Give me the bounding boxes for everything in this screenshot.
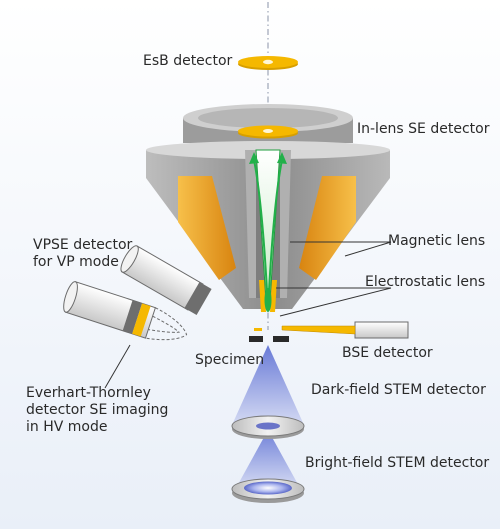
label-dark-field-stem: Dark-field STEM detector <box>311 382 486 398</box>
label-magnetic-lens: Magnetic lens <box>388 233 486 249</box>
in-lens-detector-graphic <box>238 125 298 139</box>
leader-everhart <box>104 344 131 389</box>
label-in-lens-se-detector: In-lens SE detector <box>357 121 490 137</box>
beam-arrow-left <box>249 152 259 164</box>
magnetic-coil-left <box>178 176 236 280</box>
label-vpse-detector: VPSE detector for VP mode <box>33 237 133 270</box>
leader-magnetic-2 <box>344 241 392 257</box>
leader-electrostatic-2 <box>279 287 392 317</box>
label-specimen: Specimen <box>195 352 265 368</box>
dark-field-disc <box>231 415 305 439</box>
label-bse-detector: BSE detector <box>342 345 433 361</box>
label-electrostatic-lens: Electrostatic lens <box>365 274 486 290</box>
label-everhart-thornley: Everhart-Thornley detector SE imaging in… <box>26 385 169 435</box>
specimen-graphic <box>249 336 289 342</box>
leader-lines <box>104 241 392 389</box>
stem-cone-lower <box>236 430 300 488</box>
everhart-thornley-graphic <box>63 281 188 341</box>
beam-arrow-right <box>277 152 287 164</box>
stem-cone-upper <box>232 345 304 425</box>
magnetic-coil-right <box>299 176 356 280</box>
electrostatic-lens-graphic <box>259 280 277 312</box>
bse-detector-graphic <box>281 321 409 339</box>
bright-field-disc <box>231 478 305 503</box>
vpse-detector-graphic <box>120 245 212 315</box>
esb-detector-graphic <box>238 56 298 70</box>
specimen-marker <box>254 328 262 331</box>
label-bright-field-stem: Bright-field STEM detector <box>305 455 490 471</box>
label-esb-detector: EsB detector <box>143 53 233 69</box>
